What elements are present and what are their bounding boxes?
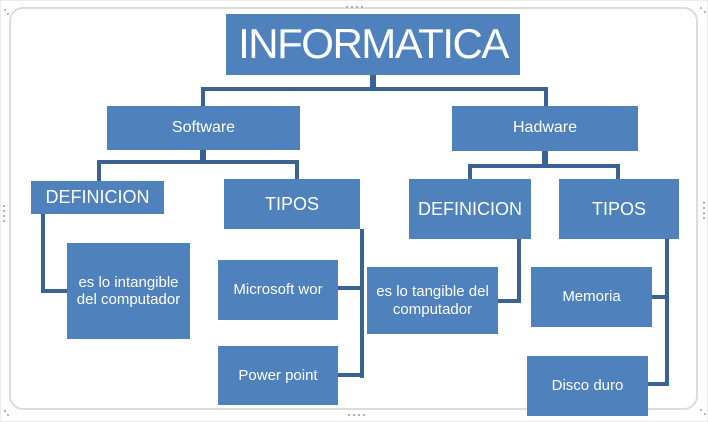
connector-hardware-stub <box>542 150 548 164</box>
connector-hw-definicion-elbow-horizontal <box>498 299 521 303</box>
grip-left-handle[interactable] <box>3 205 5 222</box>
connector-hw-definicion-elbow-vertical <box>517 239 521 303</box>
node-disco-duro[interactable]: Disco duro <box>527 356 648 416</box>
connector-disco-duro-stub <box>648 382 665 386</box>
connector-sw-definicion-elbow-vertical <box>41 214 45 293</box>
connector-hardware-definicion-drop <box>468 164 472 179</box>
node-software-definicion-text[interactable]: es lo intangible del computador <box>67 243 190 339</box>
connector-title-stub <box>370 75 376 89</box>
node-title[interactable]: INFORMATICA <box>226 14 520 75</box>
connector-hardware-tipos-drop <box>616 164 620 179</box>
connector-sw-definicion-elbow-horizontal <box>41 289 69 293</box>
connector-level1-left-drop <box>201 87 205 106</box>
connector-hardware-children-horizontal <box>468 164 620 168</box>
connector-sw-tipos-vertical <box>360 229 364 378</box>
grip-top-handle[interactable] <box>346 6 363 8</box>
connector-microsoft-word-stub <box>338 286 364 290</box>
node-hardware-tipos[interactable]: TIPOS <box>559 179 679 239</box>
connector-power-point-stub <box>338 373 364 377</box>
node-hardware-definicion[interactable]: DEFINICION <box>409 179 531 239</box>
connector-software-definicion-drop <box>97 160 101 181</box>
node-hardware[interactable]: Hadware <box>452 106 638 151</box>
connector-level1-horizontal <box>201 87 548 91</box>
node-microsoft-word[interactable]: Microsoft wor <box>218 260 338 320</box>
node-memoria[interactable]: Memoria <box>531 267 652 327</box>
grip-bottom-handle[interactable] <box>348 414 365 416</box>
connector-memoria-stub <box>652 295 665 299</box>
node-software[interactable]: Software <box>107 106 300 150</box>
connector-software-stub <box>200 150 206 161</box>
connector-software-children-horizontal <box>97 160 299 164</box>
node-software-tipos[interactable]: TIPOS <box>224 179 360 229</box>
connector-hw-tipos-vertical <box>665 239 669 386</box>
node-power-point[interactable]: Power point <box>218 346 338 405</box>
node-software-definicion[interactable]: DEFINICION <box>31 181 164 214</box>
grip-right-handle[interactable] <box>703 202 705 219</box>
connector-level1-right-drop <box>544 87 548 106</box>
node-hardware-definicion-text[interactable]: es lo tangible del computador <box>367 267 498 334</box>
canvas-frame <box>9 7 698 410</box>
connector-software-tipos-drop <box>295 160 299 179</box>
